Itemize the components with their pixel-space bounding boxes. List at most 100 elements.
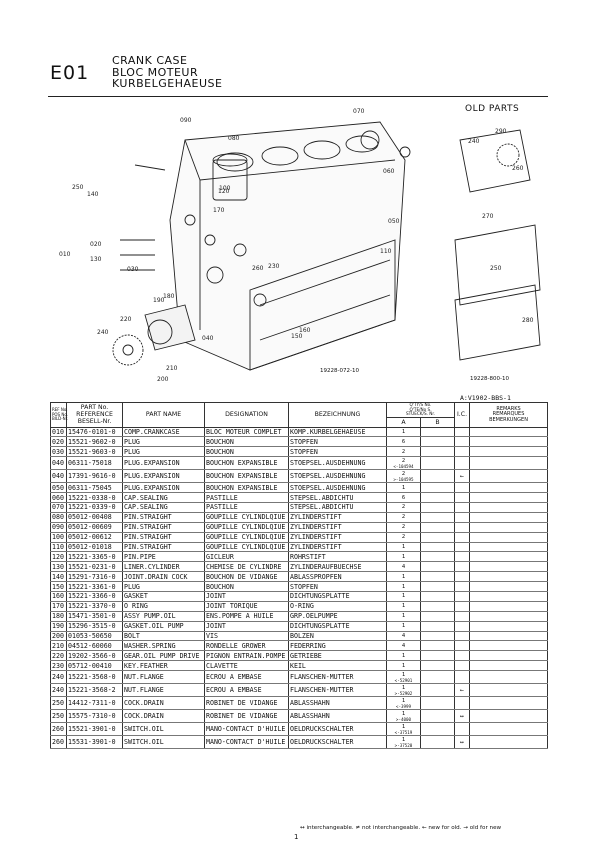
model-code: A:V1902-BBS-1 [460, 394, 511, 402]
part-name-cell-text: PLUG [124, 582, 140, 591]
ic-cell [454, 670, 471, 685]
designation-cell-text: ECROU A EMBASE [206, 686, 262, 695]
part-name-cell-text: WASHER.SPRING [124, 641, 176, 650]
part-no-cell: 04512-60060 [66, 640, 123, 652]
old-parts-callout-label: 290 [495, 128, 507, 135]
part-name-cell-text: PIN.STRAIGHT [124, 523, 172, 532]
qty-a-cell: 2 [386, 446, 421, 458]
ic-cell [454, 620, 471, 632]
callout-label: 010 [59, 251, 71, 258]
qty-b-cell [419, 660, 456, 672]
part-no-cell-text: 06311-75045 [68, 483, 112, 492]
section-titles: CRANK CASE BLOC MOTEUR KURBELGEHAEUSE [112, 55, 222, 90]
ref-cell: 020 [50, 436, 67, 448]
callout-label: 060 [383, 168, 395, 175]
remarks-cell [469, 531, 549, 543]
bezeichnung-cell: STOPFEN [288, 436, 387, 448]
remarks-cell [469, 590, 549, 602]
page-number: 1 [294, 833, 299, 841]
ref-cell-text: 020 [52, 437, 64, 446]
part-no-cell-text: 06311-75018 [68, 459, 112, 468]
qty-a-cell: 1 [386, 590, 421, 602]
ic-cell [454, 456, 471, 471]
old-parts-callout-label: 240 [468, 138, 480, 145]
qty-a-cell: 1<-52901 [386, 670, 421, 685]
callout-label: 200 [157, 376, 169, 383]
qty-b-cell [419, 709, 456, 724]
ref-cell-text: 040 [52, 472, 64, 481]
designation-cell-text: RONDELLE GROWER [206, 641, 266, 650]
qty-a-cell-text: 1 [401, 543, 406, 550]
part-no-cell-text: 15221-3568-2 [68, 686, 116, 695]
designation-cell-text: JOINT [206, 622, 226, 631]
callout-label: 140 [87, 191, 99, 198]
part-no-cell: 05012-00612 [66, 531, 123, 543]
qty-a-cell: 1 [386, 551, 421, 563]
col-part-no: PART No. REFERENCE BESELL-Nr. [66, 402, 123, 428]
header-rule [48, 96, 548, 97]
part-no-cell: 01053-50650 [66, 630, 123, 642]
ref-cell-text: 250 [52, 712, 64, 721]
qty-a-cell-text: 1 [401, 553, 406, 560]
designation-cell: BOUCHON DE VIDANGE [204, 571, 289, 583]
designation-cell: RONDELLE GROWER [204, 640, 289, 652]
ref-cell: 030 [50, 446, 67, 458]
part-name-cell: PLUG.EXPANSION [122, 469, 205, 484]
ref-cell: 170 [50, 600, 67, 612]
part-no-cell: 15476-0101-0 [66, 426, 123, 438]
ref-cell-text: 110 [52, 542, 64, 551]
bezeichnung-cell: ZYLINDERSTIFT [288, 511, 387, 523]
part-no-cell: 15221-3365-0 [66, 551, 123, 563]
bezeichnung-cell: KEIL [288, 660, 387, 672]
bezeichnung-cell: STOEPSEL.AUSDEHNUNG [288, 482, 387, 494]
qty-a-cell-text: 6 [401, 494, 406, 501]
part-no-cell: 15575-7310-0 [66, 709, 123, 724]
ref-cell: 200 [50, 630, 67, 642]
qty-a-cell: 2>-104595 [386, 469, 421, 484]
qty-b-cell [419, 492, 456, 503]
designation-cell-text: JOINT TORIQUE [206, 602, 258, 611]
ic-cell [454, 501, 471, 513]
designation-cell-text: MANO-CONTACT D'HUILE [206, 738, 286, 747]
part-name-cell-text: PLUG.EXPANSION [124, 472, 180, 481]
designation-cell-text: PIGNON ENTRAIN.POMPE [206, 651, 286, 660]
qty-a-cell: 2 [386, 501, 421, 513]
part-no-cell: 15521-3901-0 [66, 722, 123, 737]
designation-cell-text: BOUCHON EXPANSIBLE [206, 459, 278, 468]
part-no-cell: 15296-3515-0 [66, 620, 123, 632]
remarks-cell [469, 696, 549, 711]
callout-label: 040 [202, 335, 214, 342]
bezeichnung-cell-text: STOEPSEL.AUSDEHNUNG [290, 459, 366, 468]
col-qty: Q'TY/S No. Q'TE/No S. STUECK/S. Nr. [385, 402, 456, 418]
part-no-cell: 05012-00408 [66, 511, 123, 523]
part-name-cell-text: PLUG.EXPANSION [124, 459, 180, 468]
bezeichnung-cell: STOPFEN [288, 581, 387, 592]
part-name-cell: SWITCH.OIL [122, 735, 205, 750]
ref-cell-text: 010 [52, 427, 64, 436]
part-name-cell: WASHER.SPRING [122, 640, 205, 652]
ic-cell [454, 436, 471, 448]
bezeichnung-cell-text: ZYLINDERSTIFT [290, 533, 342, 542]
designation-cell-text: ROBINET DE VIDANGE [206, 712, 278, 721]
part-name-cell: CAP.SEALING [122, 501, 205, 513]
qty-a-cell-text: 1 [401, 698, 406, 705]
bezeichnung-cell-text: STEPSEL.ABDICHTU [290, 503, 354, 512]
part-no-cell: 15521-0231-0 [66, 561, 123, 573]
section-code: E01 [50, 62, 90, 84]
part-name-cell: PIN.STRAIGHT [122, 531, 205, 543]
designation-cell: BOUCHON EXPANSIBLE [204, 469, 289, 484]
designation-cell: JOINT [204, 590, 289, 602]
bezeichnung-cell: ZYLINDERSTIFT [288, 521, 387, 533]
bezeichnung-cell: ROHRSTIFT [288, 551, 387, 563]
ic-cell [454, 571, 471, 583]
bezeichnung-cell-text: ZYLINDERAUFBUECHSE [290, 562, 362, 571]
